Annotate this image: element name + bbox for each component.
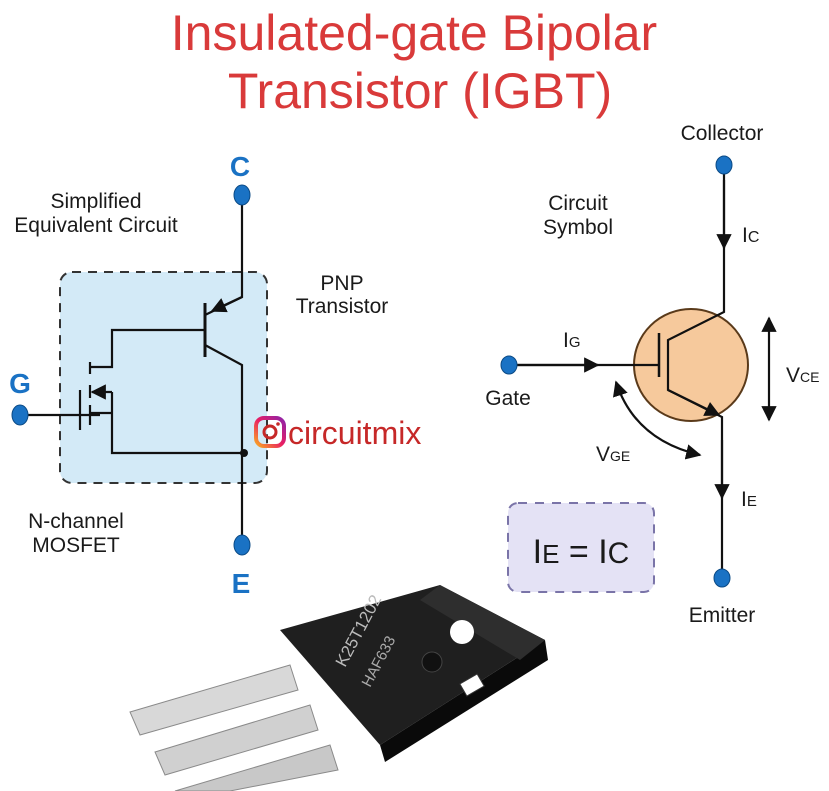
title-line-1: Insulated-gate Bipolar bbox=[171, 5, 657, 61]
equivalent-box bbox=[59, 271, 268, 484]
vge-label: VGE bbox=[596, 443, 630, 466]
title-line-2: Transistor (IGBT) bbox=[228, 63, 612, 119]
pnp-label-2: Transistor bbox=[296, 295, 389, 318]
terminal-c-label: C bbox=[230, 151, 250, 182]
terminal-g-dot bbox=[11, 404, 29, 426]
watermark: circuitmix bbox=[254, 415, 421, 451]
equivalent-heading-1: Simplified bbox=[50, 190, 141, 213]
equivalent-circuit: Simplified Equivalent Circuit PNP Transi… bbox=[9, 151, 388, 599]
mosfet-label-2: MOSFET bbox=[32, 534, 120, 557]
gate-label: Gate bbox=[485, 387, 531, 410]
equation-box: IE = IC bbox=[507, 502, 655, 593]
emitter-label: Emitter bbox=[689, 604, 756, 627]
emitter-dot bbox=[713, 568, 731, 588]
collector-dot bbox=[715, 155, 733, 175]
vce-label: VCE bbox=[786, 364, 819, 387]
gate-dot bbox=[500, 355, 518, 375]
terminal-g-label: G bbox=[9, 368, 31, 399]
collector-label: Collector bbox=[681, 122, 764, 145]
igbt-package: K25T1202 HAF633 bbox=[129, 585, 548, 791]
watermark-text: circuitmix bbox=[288, 415, 421, 451]
ig-label: IG bbox=[563, 329, 581, 352]
equivalent-heading-2: Equivalent Circuit bbox=[14, 214, 178, 237]
pnp-label-1: PNP bbox=[320, 272, 363, 295]
circuit-symbol: Circuit Symbol Collector Emitter Gate IC… bbox=[485, 122, 819, 627]
instagram-icon bbox=[254, 416, 286, 448]
terminal-c-dot bbox=[233, 184, 251, 206]
ic-label: IC bbox=[742, 224, 759, 247]
equivalent-wires bbox=[20, 195, 244, 545]
mosfet-label-1: N-channel bbox=[28, 510, 124, 533]
junction-dot bbox=[240, 449, 248, 457]
terminal-e-label: E bbox=[232, 568, 251, 599]
mounting-hole bbox=[450, 620, 474, 644]
equation-text: IE = IC bbox=[533, 533, 630, 571]
ie-label: IE bbox=[741, 488, 757, 511]
symbol-heading-2: Symbol bbox=[543, 216, 613, 239]
symbol-heading-1: Circuit bbox=[548, 192, 608, 215]
terminal-e-dot bbox=[233, 534, 251, 556]
